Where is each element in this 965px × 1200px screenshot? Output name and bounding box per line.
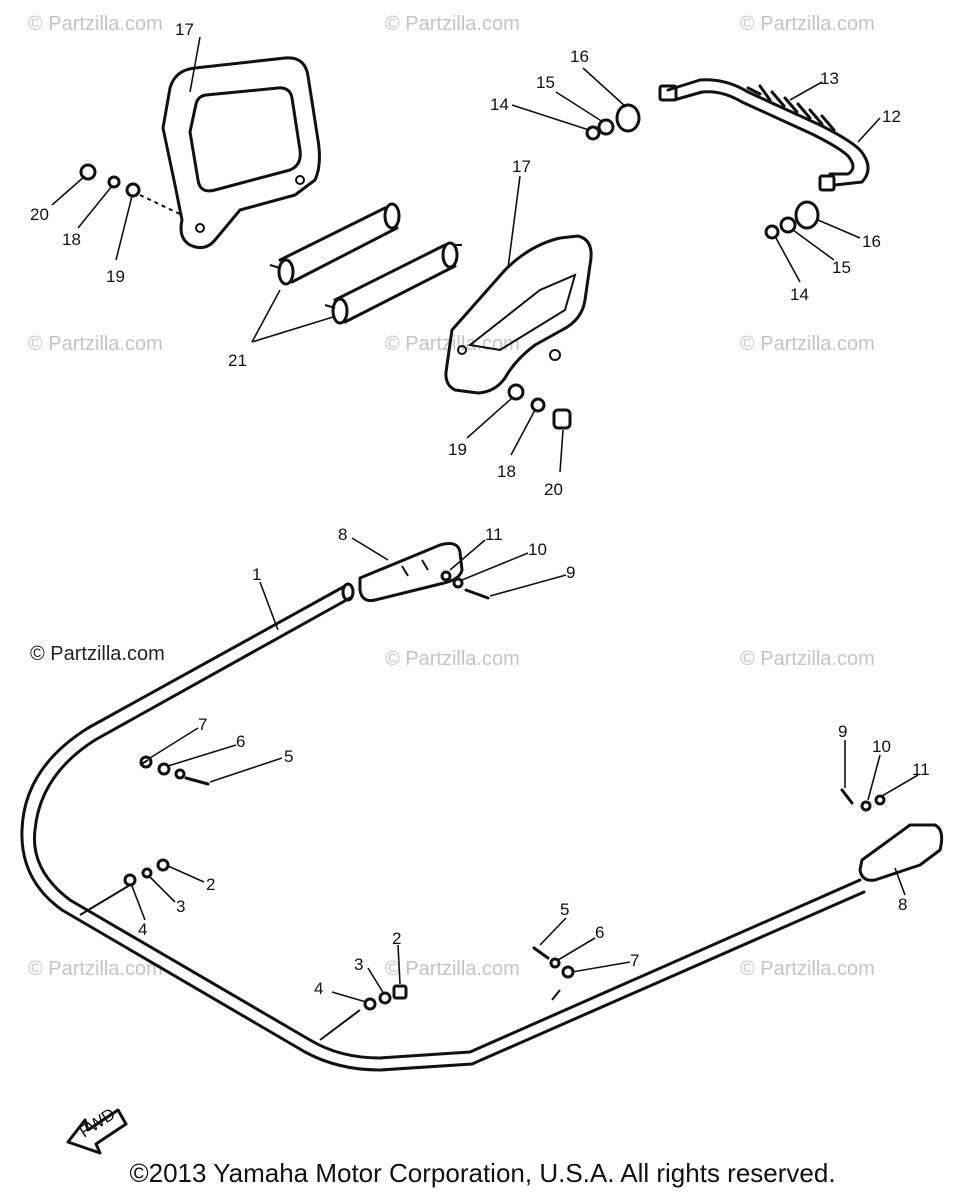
handle-bar: [658, 78, 870, 192]
hardware-right: [507, 383, 572, 430]
callout-15: 15: [832, 258, 851, 277]
watermark: © Partzilla.com: [28, 13, 163, 35]
callout-17: 17: [512, 157, 531, 176]
callout-6: 6: [236, 732, 245, 751]
callout-6: 6: [595, 923, 604, 942]
watermark: © Partzilla.com: [28, 333, 163, 355]
watermark: © Partzilla.com: [740, 648, 875, 670]
forward-arrow-icon: FWD: [66, 1104, 128, 1155]
callout-5: 5: [284, 747, 293, 766]
watermark: © Partzilla.com: [385, 958, 520, 980]
watermark: © Partzilla.com: [740, 958, 875, 980]
callout-15: 15: [536, 73, 555, 92]
callout-11: 11: [912, 760, 930, 779]
watermark: © Partzilla.com: [740, 333, 875, 355]
callout-4: 4: [314, 979, 323, 998]
callout-20: 20: [544, 480, 563, 499]
callout-7: 7: [198, 715, 207, 734]
end-caps: [358, 542, 944, 882]
callout-12: 12: [882, 107, 901, 126]
callout-8: 8: [338, 525, 347, 544]
callout-16: 16: [570, 47, 589, 66]
callout-11: 11: [485, 525, 503, 544]
callout-4: 4: [138, 920, 147, 939]
callout-14: 14: [490, 95, 509, 114]
main-bar: [20, 582, 866, 1072]
callout-10: 10: [872, 737, 891, 756]
leader-lines: [51, 36, 919, 1003]
callout-20: 20: [30, 205, 49, 224]
watermark: © Partzilla.com: [385, 333, 520, 355]
watermark: © Partzilla.com: [740, 13, 875, 35]
callout-1: 1: [252, 565, 261, 584]
callout-9: 9: [838, 722, 847, 741]
callout-18: 18: [497, 462, 516, 481]
callout-5: 5: [560, 900, 569, 919]
callout-17: 17: [175, 20, 194, 39]
callout-19: 19: [448, 440, 467, 459]
callout-2: 2: [392, 929, 401, 948]
hardware-bar-right: [532, 946, 575, 979]
callout-21: 21: [228, 351, 247, 370]
callout-14: 14: [790, 285, 809, 304]
callout-13: 13: [820, 69, 839, 88]
callout-3: 3: [176, 897, 185, 916]
hardware-top: [585, 103, 820, 240]
callout-8: 8: [898, 895, 907, 914]
hardware-bar-upper: [139, 755, 210, 786]
watermark: © Partzilla.com: [28, 958, 163, 980]
callout-numbers: 17 20 18 19 21 16 15 14 13 12 16 15 14 1…: [30, 20, 930, 998]
callout-18: 18: [62, 230, 81, 249]
hardware-bar-bottom: [363, 984, 408, 1011]
watermark: © Partzilla.com: [385, 648, 520, 670]
watermark-prominent: © Partzilla.com: [30, 643, 165, 665]
callout-10: 10: [528, 540, 547, 559]
callout-19: 19: [106, 267, 125, 286]
hardware-endcaps: [440, 570, 886, 812]
direction-label: FWD: [76, 1104, 119, 1141]
bracket-left: [161, 56, 321, 250]
callout-7: 7: [630, 951, 639, 970]
callout-3: 3: [354, 955, 363, 974]
bracket-right: [444, 234, 593, 395]
callout-2: 2: [206, 875, 215, 894]
spacer-rods: [269, 202, 462, 325]
callout-9: 9: [566, 563, 575, 582]
hardware-left: [79, 163, 183, 216]
copyright-notice: ©2013 Yamaha Motor Corporation, U.S.A. A…: [129, 1158, 836, 1188]
watermarks: © Partzilla.com © Partzilla.com © Partzi…: [28, 13, 875, 980]
watermark: © Partzilla.com: [385, 13, 520, 35]
hardware-bar-left: [123, 858, 170, 887]
callout-16: 16: [862, 232, 881, 251]
